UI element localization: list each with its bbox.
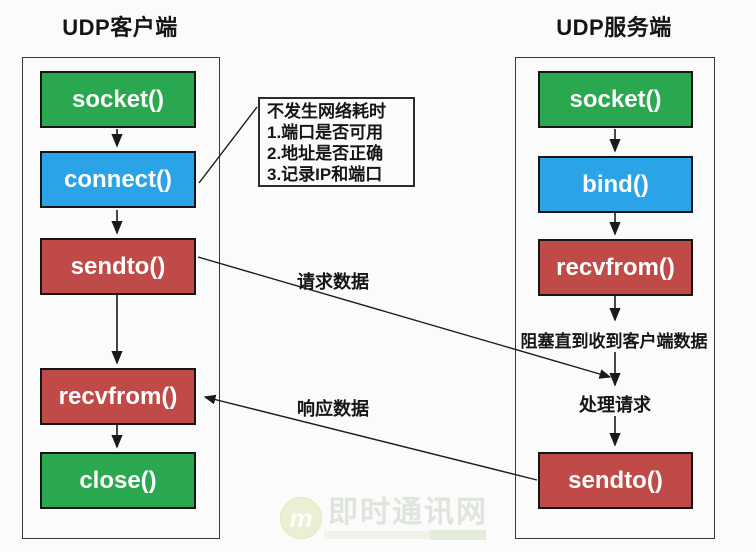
server-sendto-box: sendto() xyxy=(538,452,693,509)
server-bind-box: bind() xyxy=(538,156,693,213)
note-line: 1.端口是否可用 xyxy=(267,123,384,142)
response-data-label: 响应数据 xyxy=(297,399,369,419)
note-line: 2.地址是否正确 xyxy=(267,144,384,163)
process-request-label: 处理请求 xyxy=(579,395,651,415)
server-socket-box: socket() xyxy=(538,71,693,128)
watermark-logo-icon: m xyxy=(280,497,322,539)
client-sendto-box: sendto() xyxy=(40,238,196,295)
client-column-title: UDP客户端 xyxy=(62,15,178,40)
client-recvfrom-box: recvfrom() xyxy=(40,368,196,425)
client-socket-box: socket() xyxy=(40,71,196,128)
server-column-title: UDP服务端 xyxy=(556,15,672,40)
note-line: 3.记录IP和端口 xyxy=(267,165,383,184)
response-data-arrow xyxy=(203,394,538,481)
watermark-subtext-highlight xyxy=(430,530,486,540)
note-box: 不发生网络耗时 1.端口是否可用 2.地址是否正确 3.记录IP和端口 xyxy=(258,97,415,187)
server-blocking-label: 阻塞直到收到客户端数据 xyxy=(520,332,708,351)
server-recvfrom-box: recvfrom() xyxy=(538,239,693,296)
watermark: m 即时通讯网 xyxy=(280,496,488,540)
request-data-label: 请求数据 xyxy=(297,272,369,292)
client-connect-box: connect() xyxy=(40,151,196,208)
watermark-subtext-bar xyxy=(324,531,452,539)
client-close-box: close() xyxy=(40,452,196,509)
watermark-text: 即时通讯网 xyxy=(328,496,488,529)
note-line: 不发生网络耗时 xyxy=(267,102,386,121)
